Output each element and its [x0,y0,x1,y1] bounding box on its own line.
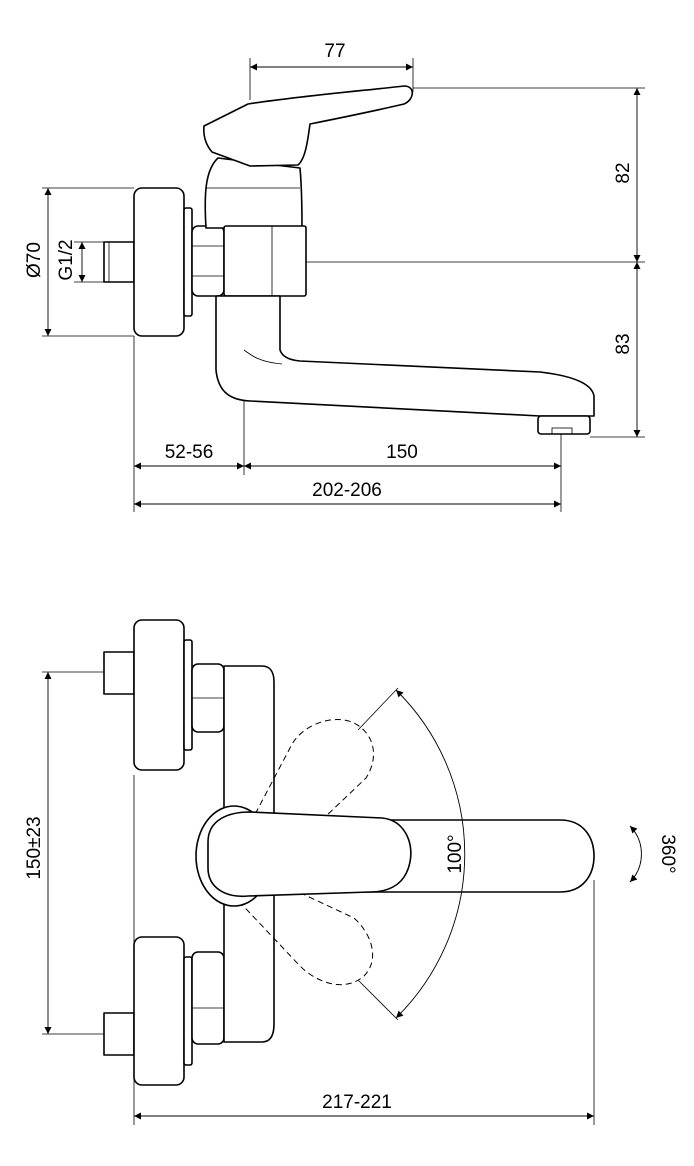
dim-total-reach: 202-206 [312,480,382,501]
top-view: 150±23 100° 360° 217-221 [24,619,678,1125]
dim-flange-diameter: Ø70 [24,242,45,278]
dim-wall-offset: 52-56 [165,442,214,463]
lower-flange [133,936,185,1086]
dim-inlet-spacing: 150±23 [24,816,45,879]
inlet-thread [103,241,135,283]
top-dimensions: 150±23 100° 360° 217-221 [24,672,678,1120]
tap-body-top [103,619,595,1086]
dim-rotation: 360° [657,834,678,873]
dim-spout-height: 83 [613,333,634,354]
dim-handle-width: 77 [324,41,345,62]
dim-thread: G1/2 [56,239,77,280]
side-dimensions: 77 82 83 Ø70 G1/2 52-56 150 202-206 [24,41,641,508]
aerator [537,415,591,435]
lever-swing-lower [231,873,374,986]
rotation-arc [629,825,642,883]
union-nut [191,225,225,297]
dim-handle-height: 82 [613,162,634,183]
lever-swing-upper [231,719,374,859]
dim-total-length: 217-221 [322,1092,392,1113]
lever-handle [203,85,414,167]
dim-swing-angle: 100° [445,834,466,873]
side-view: 77 82 83 Ø70 G1/2 52-56 150 202-206 [24,41,645,512]
top-extension-lines [42,671,595,1125]
mixer-block [223,225,307,297]
lever-handle-top [207,811,412,897]
upper-inlet-thread [103,651,135,695]
upper-flange [133,619,185,771]
lower-inlet-thread [103,1012,135,1056]
side-extension-lines [42,58,645,512]
wall-flange [133,187,185,337]
mixer-body [204,157,303,229]
swing-arc [395,689,466,1019]
lower-nut [191,951,225,1045]
dim-spout-reach: 150 [386,442,418,463]
spout [215,295,595,417]
tap-body-side [103,85,595,435]
